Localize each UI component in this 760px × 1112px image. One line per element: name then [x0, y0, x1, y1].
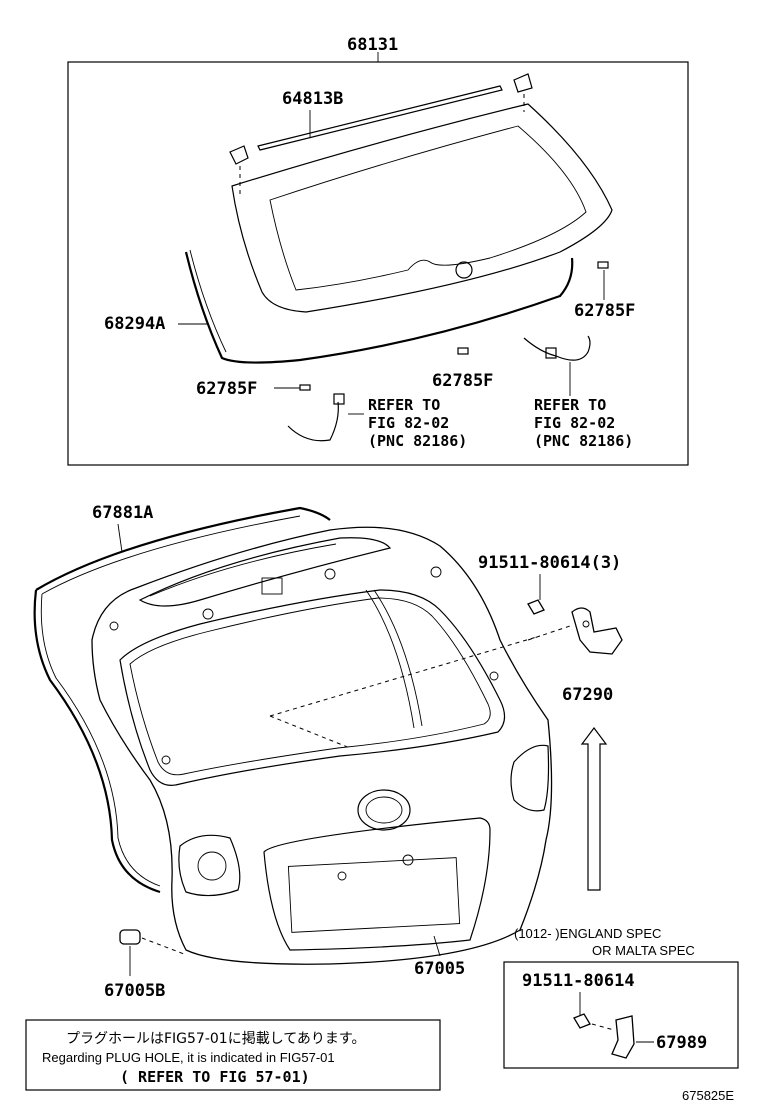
- glass-weatherstrip: [184, 251, 574, 364]
- label-67989: 67989: [656, 1033, 707, 1053]
- plug-note-english: Regarding PLUG HOLE, it is indicated in …: [42, 1050, 335, 1065]
- label-68294A: 68294A: [104, 314, 165, 334]
- label-62785F-left: 62785F: [196, 379, 257, 399]
- refer-right-line2: FIG 82-02: [534, 414, 615, 432]
- wire-harness-right: [523, 335, 591, 361]
- glass-inner-edge: [269, 125, 587, 291]
- refer-left-line1: REFER TO: [368, 396, 440, 414]
- label-67881A: 67881A: [92, 503, 153, 523]
- spec-note-line1: (1012- )ENGLAND SPEC: [514, 926, 661, 941]
- emblem: [357, 789, 411, 831]
- hole-plug: [119, 929, 141, 945]
- license-plate-area: [287, 857, 461, 933]
- bolt-hinge: [527, 599, 545, 615]
- tail-lamp-left-opening: [178, 834, 241, 897]
- plug-note-refer: ( REFER TO FIG 57-01): [120, 1068, 310, 1086]
- spec-box-frame: [503, 961, 739, 1069]
- back-door-panel: [91, 526, 553, 965]
- back-door-glass: [231, 103, 613, 313]
- label-91511: 91511-80614: [522, 971, 635, 991]
- refer-left-line3: (PNC 82186): [368, 432, 467, 450]
- direction-arrow: [580, 727, 608, 891]
- label-62785F-right: 62785F: [574, 301, 635, 321]
- refer-left-line2: FIG 82-02: [368, 414, 449, 432]
- molding-strip: [257, 85, 503, 151]
- spacer-right: [597, 261, 609, 269]
- door-window-opening: [119, 589, 506, 786]
- refer-right-line3: (PNC 82186): [534, 432, 633, 450]
- glass-wiper-hole: [455, 261, 473, 279]
- label-64813B: 64813B: [282, 89, 343, 109]
- plug-note-japanese: プラグホールはFIG57-01に掲載してあります。: [66, 1031, 365, 1047]
- label-68131: 68131: [347, 35, 398, 55]
- label-67005B: 67005B: [104, 981, 165, 1001]
- clip-right: [513, 73, 533, 93]
- footer-code: 675825E: [682, 1088, 734, 1103]
- label-62785F-mid: 62785F: [432, 371, 493, 391]
- label-67005: 67005: [414, 959, 465, 979]
- spacer-mid: [457, 347, 469, 355]
- door-weatherstrip: [33, 506, 331, 894]
- refer-right-line1: REFER TO: [534, 396, 606, 414]
- back-door-hinge: [571, 607, 623, 655]
- label-67290: 67290: [562, 685, 613, 705]
- bracket-67989: [611, 1015, 635, 1059]
- wire-harness-left: [287, 401, 339, 442]
- spoiler-housing: [138, 537, 392, 607]
- tail-lamp-right-opening: [510, 744, 550, 812]
- bolt-spec: [573, 1013, 591, 1029]
- label-91511-3: 91511-80614(3): [478, 553, 621, 573]
- spec-note-line2: OR MALTA SPEC: [592, 943, 695, 958]
- spacer-left: [299, 384, 311, 391]
- plug-note-frame: [25, 1019, 441, 1091]
- clip-left: [229, 145, 249, 165]
